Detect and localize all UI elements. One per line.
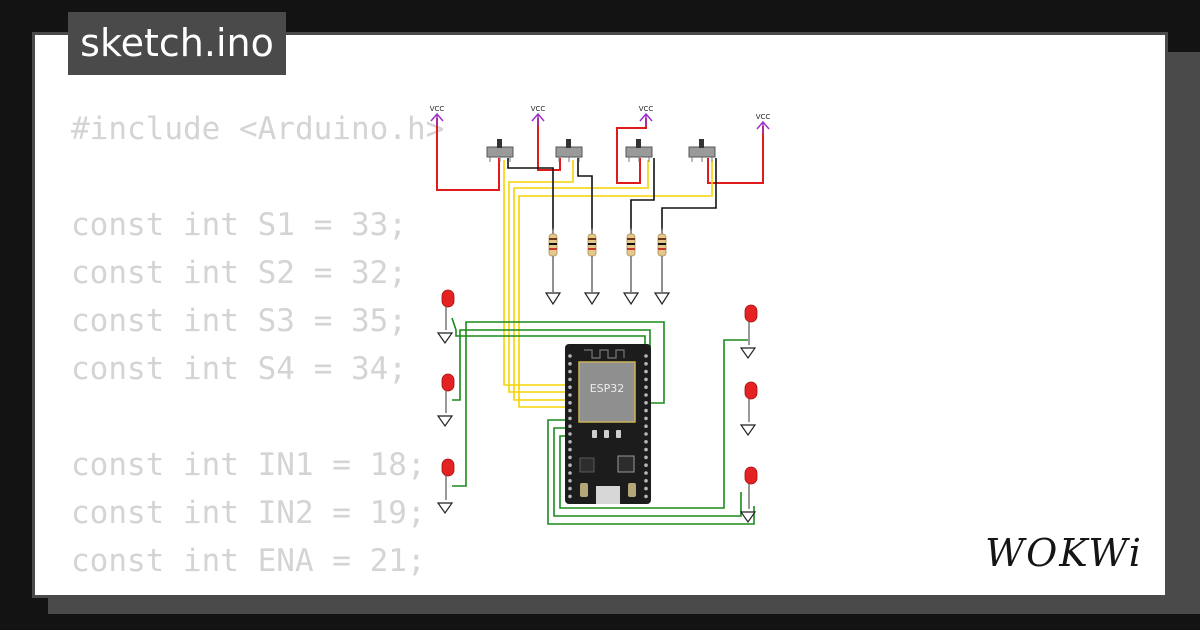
header-pin	[568, 401, 572, 405]
code-line: const int S2 = 32;	[71, 255, 407, 291]
led-icon[interactable]	[739, 304, 758, 360]
code-line: const int ENA = 21;	[71, 543, 426, 579]
header-pin	[644, 432, 648, 436]
header-pin	[644, 416, 648, 421]
header-pin	[568, 369, 572, 374]
resistor[interactable]	[548, 228, 558, 292]
header-pin	[644, 455, 648, 460]
yellow-wires	[503, 160, 713, 408]
header-pin	[644, 377, 648, 382]
code-line: #include <Arduino.h>	[71, 111, 445, 147]
header-pin	[644, 486, 648, 491]
ground-icon	[583, 292, 601, 306]
header-pin	[568, 377, 572, 382]
header-pin	[644, 354, 648, 358]
header-pin	[644, 385, 648, 390]
led-icon[interactable]	[436, 458, 455, 515]
header-pin	[568, 385, 572, 390]
header-pin	[644, 463, 648, 468]
slide-switch[interactable]	[688, 139, 716, 162]
ground-icon	[544, 292, 562, 306]
header-pin	[568, 494, 572, 499]
header-pin	[644, 424, 648, 429]
ground-icon	[653, 292, 671, 306]
led-icon[interactable]	[436, 289, 455, 345]
header-pin	[644, 401, 648, 405]
header-pin	[644, 393, 648, 397]
header-pin	[644, 369, 648, 374]
black-wires	[507, 158, 717, 230]
vcc-label: VCC	[639, 105, 654, 113]
header-pin	[568, 393, 572, 397]
code-line	[71, 153, 444, 201]
vcc-icon	[531, 112, 545, 126]
code-line: const int IN2 = 19;	[71, 495, 426, 531]
header-pin	[644, 362, 648, 366]
esp32-board[interactable]: ESP32	[565, 344, 651, 504]
logo-text: WOKWi	[985, 531, 1143, 575]
file-tab[interactable]: sketch.ino	[68, 12, 286, 75]
header-pin	[568, 432, 572, 436]
green-wires	[451, 317, 755, 525]
preview-card: #include <Arduino.h> const int S1 = 33; co…	[32, 32, 1168, 598]
header-pin	[568, 440, 572, 444]
vcc-label: VCC	[531, 105, 546, 113]
header-pin	[568, 424, 572, 429]
slide-switch[interactable]	[625, 139, 653, 162]
header-pin	[568, 486, 572, 491]
resistor[interactable]	[657, 228, 667, 292]
header-pin	[644, 479, 648, 483]
header-pin	[644, 494, 648, 499]
pin-header-left	[568, 354, 572, 499]
vcc-icon	[639, 112, 653, 126]
header-pin	[644, 471, 648, 475]
circuit-diagram: VCC VCC VCC VCC	[430, 105, 771, 525]
header-pin	[568, 455, 572, 460]
code-line: const int S1 = 33;	[71, 207, 407, 243]
led-icon[interactable]	[436, 373, 455, 428]
pin-header-right	[644, 354, 648, 499]
resistor[interactable]	[587, 228, 597, 292]
resistor[interactable]	[626, 228, 636, 292]
header-pin	[644, 440, 648, 444]
slide-switch[interactable]	[555, 139, 583, 162]
code-preview: #include <Arduino.h> const int S1 = 33; co…	[71, 105, 444, 585]
led-icon[interactable]	[739, 466, 758, 524]
header-pin	[568, 408, 572, 413]
code-line: const int IN1 = 18;	[71, 447, 426, 483]
wokwi-logo: WOKWi	[985, 531, 1143, 575]
slide-switch[interactable]	[486, 139, 514, 162]
header-pin	[568, 354, 572, 358]
filename-label: sketch.ino	[80, 21, 274, 65]
led-icon[interactable]	[739, 381, 758, 437]
header-pin	[568, 362, 572, 366]
red-wires	[436, 118, 764, 191]
header-pin	[568, 463, 572, 468]
header-pin	[568, 416, 572, 421]
code-line	[71, 393, 444, 441]
header-pin	[644, 408, 648, 413]
header-pin	[644, 447, 648, 452]
vcc-label: VCC	[756, 113, 771, 121]
vcc-icon	[756, 120, 770, 134]
board-label: ESP32	[590, 382, 625, 395]
header-pin	[568, 447, 572, 452]
code-line: const int S4 = 34;	[71, 351, 407, 387]
vcc-icon	[430, 112, 444, 126]
header-pin	[568, 479, 572, 483]
code-line: const int S3 = 35;	[71, 303, 407, 339]
header-pin	[568, 471, 572, 475]
ground-icon	[622, 292, 640, 306]
vcc-label: VCC	[430, 105, 445, 113]
